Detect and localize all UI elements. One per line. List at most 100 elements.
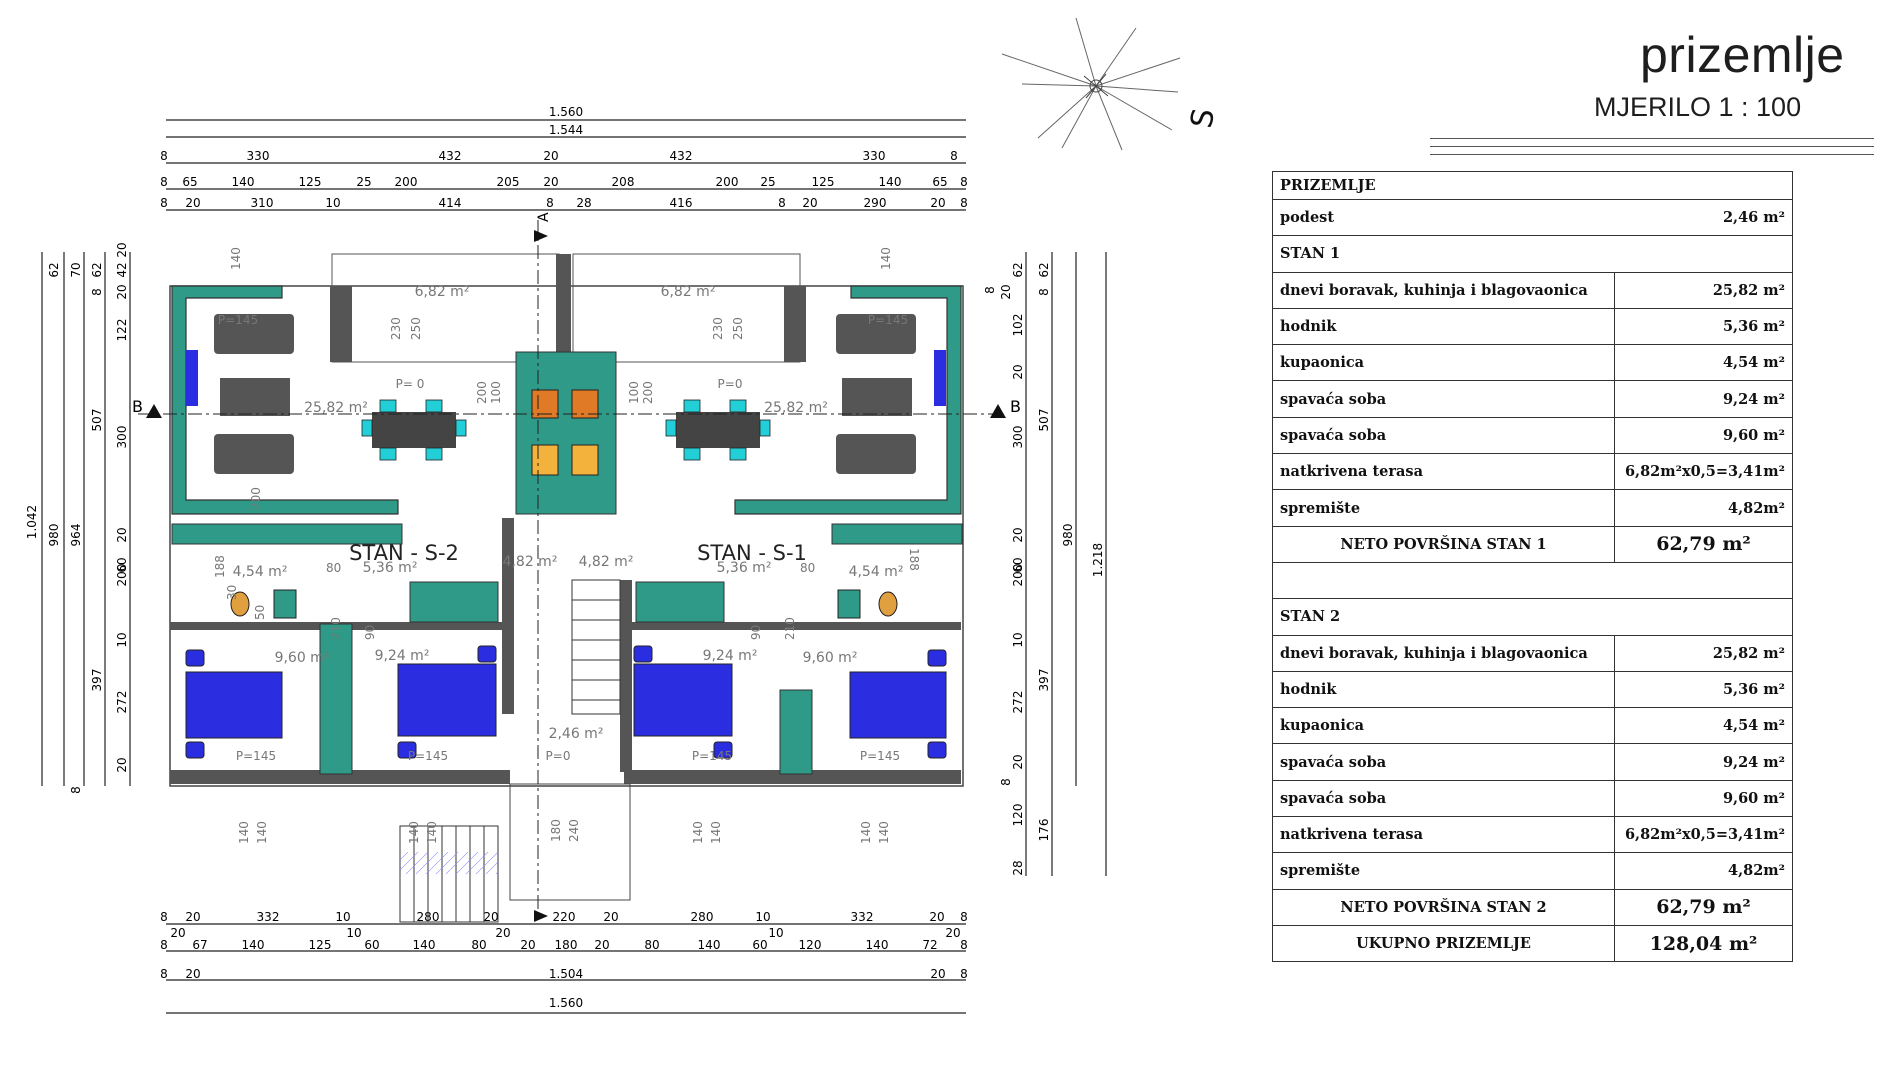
stan2-title: STAN 2 — [1272, 598, 1793, 636]
svg-text:65: 65 — [182, 175, 197, 189]
svg-text:4,54 m²: 4,54 m² — [849, 564, 904, 580]
svg-text:60: 60 — [752, 938, 767, 952]
svg-text:100: 100 — [627, 381, 641, 404]
svg-text:8: 8 — [960, 967, 968, 981]
svg-text:20: 20 — [115, 242, 129, 257]
row-label: natkrivena terasa — [1272, 816, 1615, 854]
svg-text:20: 20 — [1011, 527, 1025, 542]
svg-text:62: 62 — [47, 262, 61, 277]
dim-bottom-row2: 8 67 140 125 60 140 80 20 180 20 80 140 … — [160, 938, 968, 952]
svg-text:80: 80 — [326, 561, 341, 575]
svg-text:10: 10 — [325, 196, 340, 210]
svg-text:10: 10 — [768, 926, 783, 940]
svg-text:20: 20 — [543, 175, 558, 189]
svg-text:62: 62 — [1011, 262, 1025, 277]
svg-text:25,82 m²: 25,82 m² — [304, 400, 368, 416]
stan1-total-value: 62,79 m² — [1614, 525, 1793, 563]
svg-text:P=145: P=145 — [860, 749, 900, 763]
row-value: 9,60 m² — [1614, 416, 1793, 455]
dim-top-inner: 1.544 — [549, 123, 583, 137]
row-label: kupaonica — [1272, 344, 1615, 382]
row-label: dnevi boravak, kuhinja i blagovaonica — [1272, 634, 1615, 672]
svg-text:25: 25 — [760, 175, 775, 189]
svg-text:125: 125 — [299, 175, 322, 189]
svg-text:6,82 m²: 6,82 m² — [415, 284, 470, 300]
svg-text:9,24 m²: 9,24 m² — [375, 648, 430, 664]
svg-text:125: 125 — [309, 938, 332, 952]
svg-text:10: 10 — [335, 910, 350, 924]
svg-text:140: 140 — [691, 821, 705, 844]
svg-text:140: 140 — [232, 175, 255, 189]
svg-text:964: 964 — [69, 524, 83, 547]
dim-bottom-row3: 8 20 1.504 20 8 — [160, 967, 968, 981]
svg-text:140: 140 — [229, 247, 243, 270]
svg-text:P=0: P=0 — [546, 749, 571, 763]
svg-text:140: 140 — [425, 821, 439, 844]
row-value: 4,82m² — [1614, 852, 1793, 890]
table-row: PRIZEMLJE — [1272, 171, 1793, 200]
svg-text:20: 20 — [543, 149, 558, 163]
podest-label: podest — [1280, 209, 1335, 227]
svg-text:20: 20 — [930, 967, 945, 981]
table-row: STAN 1 — [1272, 235, 1793, 273]
svg-text:120: 120 — [1011, 804, 1025, 827]
svg-text:980: 980 — [1061, 524, 1075, 547]
row-value: 25,82 m² — [1614, 634, 1793, 672]
drawing-scale: MJERILO 1 : 100 — [1594, 92, 1802, 122]
svg-text:200: 200 — [249, 487, 263, 510]
svg-text:180: 180 — [549, 819, 563, 842]
row-label: spavaća soba — [1272, 416, 1615, 455]
svg-text:176: 176 — [1037, 819, 1051, 842]
svg-text:P=145: P=145 — [692, 749, 732, 763]
building-walls — [169, 253, 964, 787]
svg-text:30: 30 — [225, 585, 239, 600]
svg-text:230: 230 — [389, 317, 403, 340]
row-value: 4,54 m² — [1614, 707, 1793, 745]
svg-text:280: 280 — [691, 910, 714, 924]
section-b-label-left: B — [132, 397, 143, 416]
svg-text:20: 20 — [1011, 364, 1025, 379]
svg-text:9,60 m²: 9,60 m² — [275, 650, 330, 666]
row-label: spremište — [1272, 852, 1615, 890]
svg-text:20: 20 — [115, 757, 129, 772]
svg-text:20: 20 — [930, 196, 945, 210]
svg-text:20: 20 — [802, 196, 817, 210]
drawing-title: prizemlje — [1640, 27, 1845, 83]
svg-text:60: 60 — [1011, 557, 1025, 572]
table-row: UKUPNO PRIZEMLJE 128,04 m² — [1272, 924, 1793, 963]
row-label: spavaća soba — [1272, 380, 1615, 418]
svg-text:140: 140 — [877, 821, 891, 844]
svg-text:60: 60 — [115, 557, 129, 572]
row-label: kupaonica — [1272, 707, 1615, 745]
svg-text:140: 140 — [879, 175, 902, 189]
svg-text:8: 8 — [960, 196, 968, 210]
svg-text:980: 980 — [47, 524, 61, 547]
svg-text:P= 0: P= 0 — [396, 377, 425, 391]
row-label: spremište — [1272, 489, 1615, 527]
grand-total-value: 128,04 m² — [1614, 924, 1793, 963]
svg-text:200: 200 — [475, 381, 489, 404]
stan2-total-value: 62,79 m² — [1614, 888, 1793, 926]
stan2-total-label: NETO POVRŠINA STAN 2 — [1272, 888, 1615, 926]
row-label: spavaća soba — [1272, 779, 1615, 818]
svg-text:8: 8 — [160, 938, 168, 952]
svg-text:5,36 m²: 5,36 m² — [363, 560, 418, 576]
svg-text:200: 200 — [115, 564, 129, 587]
svg-text:1.504: 1.504 — [549, 967, 583, 981]
row-value: 9,24 m² — [1614, 743, 1793, 781]
svg-text:4,82 m²: 4,82 m² — [503, 554, 558, 570]
svg-text:80: 80 — [644, 938, 659, 952]
svg-text:102: 102 — [1011, 314, 1025, 337]
room-area-labels: 6,82 m² 6,82 m² 25,82 m² 25,82 m² 5,36 m… — [233, 284, 904, 742]
svg-text:20: 20 — [520, 938, 535, 952]
row-value: 9,24 m² — [1614, 380, 1793, 418]
svg-text:8: 8 — [999, 778, 1013, 786]
svg-text:28: 28 — [1011, 860, 1025, 875]
svg-text:290: 290 — [864, 196, 887, 210]
svg-text:62: 62 — [1037, 262, 1051, 277]
